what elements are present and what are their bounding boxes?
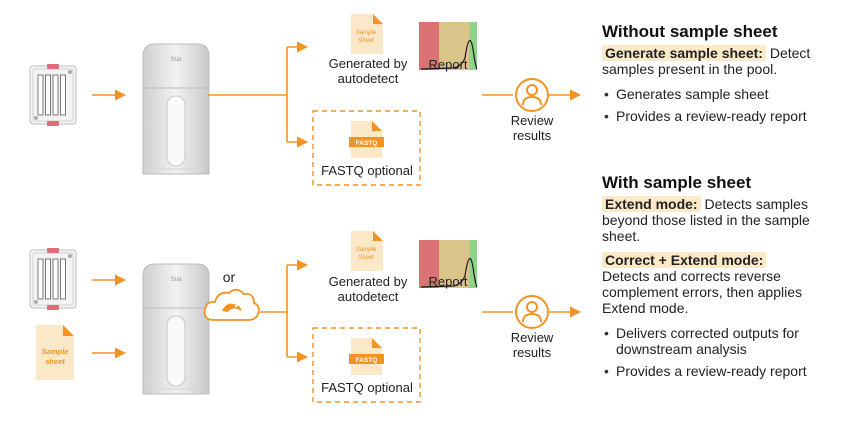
cloud-icon [203, 288, 260, 321]
extend-mode-description: Extend mode: Detects samples beyond thos… [602, 196, 842, 244]
sample-sheet-file-line2: Sheet [358, 255, 374, 261]
input-sheet-line1: Sample [42, 347, 69, 356]
input-sheet-line2: sheet [45, 357, 65, 366]
sequencer-icon [142, 263, 210, 395]
sample-sheet-file-icon: Sample Sheet [351, 14, 383, 54]
sample-sheet-file-line2: Sheet [358, 38, 374, 44]
extend-mode-text: Detects samples beyond those listed in t… [602, 196, 810, 244]
review-line1: Review [510, 330, 554, 345]
mode-description: Generate sample sheet: Detect samples pr… [602, 45, 842, 77]
input-sample-sheet-icon: Sample sheet [36, 325, 74, 380]
person-review-icon [515, 295, 549, 329]
fastq-badge: FASTQ [356, 140, 378, 147]
correct-extend-mode-description: Correct + Extend mode:Detects and correc… [602, 252, 842, 316]
flow-cell-icon [29, 247, 77, 311]
panel-heading: Without sample sheet [602, 22, 778, 41]
mode-highlight: Generate sample sheet: [602, 45, 766, 61]
report-label: Report [428, 274, 468, 289]
bullet-item: Provides a review-ready report [602, 108, 842, 124]
review-line2: results [512, 345, 552, 360]
bullet-list: Delivers corrected outputs for downstrea… [602, 325, 842, 379]
report-label: Report [428, 57, 468, 72]
branch-connector [208, 47, 288, 142]
sequencer-brand: Stat [171, 277, 182, 283]
review-line2: results [512, 128, 552, 143]
fastq-file-icon: FASTQ [349, 121, 384, 158]
generated-line2: autodetect [337, 289, 399, 304]
review-results-label: Review results [502, 330, 562, 360]
review-results-label: Review results [502, 113, 562, 143]
sample-sheet-file-icon: Sample Sheet [351, 231, 383, 271]
generated-by-autodetect-label: Generated by autodetect [318, 274, 418, 304]
correct-extend-text: Detects and corrects reverse complement … [602, 268, 802, 316]
person-review-icon [515, 78, 549, 112]
generated-by-autodetect-label: Generated by autodetect [318, 56, 418, 86]
fastq-optional-box [312, 110, 421, 186]
mode-text: Detect samples present in the pool. [602, 45, 811, 77]
generated-line1: Generated by [328, 274, 408, 289]
sample-sheet-file-line1: Sample [356, 30, 377, 36]
sequencer-brand: Stat [171, 57, 182, 63]
sequencer-icon [142, 43, 210, 175]
panel-with-sample-sheet: With sample sheet Extend mode: Detects s… [602, 173, 842, 385]
panel-heading: With sample sheet [602, 173, 752, 192]
review-line1: Review [510, 113, 554, 128]
flow-cell-icon [29, 63, 77, 127]
sample-sheet-file-line1: Sample [356, 247, 377, 253]
fastq-optional-label: FASTQ optional [321, 380, 413, 395]
extend-mode-highlight: Extend mode: [602, 196, 701, 212]
generated-line2: autodetect [337, 71, 399, 86]
bullet-item: Provides a review-ready report [602, 363, 842, 379]
fastq-optional-label: FASTQ optional [321, 163, 413, 178]
fastq-file-icon: FASTQ [349, 338, 384, 375]
panel-without-sample-sheet: Without sample sheet Generate sample she… [602, 22, 842, 130]
generated-line1: Generated by [328, 56, 408, 71]
fastq-badge: FASTQ [356, 357, 378, 364]
or-label: or [222, 269, 236, 285]
bullet-item: Generates sample sheet [602, 86, 842, 102]
correct-extend-highlight: Correct + Extend mode: [602, 252, 767, 268]
fastq-optional-box [312, 327, 421, 403]
bullet-item: Delivers corrected outputs for downstrea… [602, 325, 842, 357]
bullet-list: Generates sample sheet Provides a review… [602, 86, 842, 124]
